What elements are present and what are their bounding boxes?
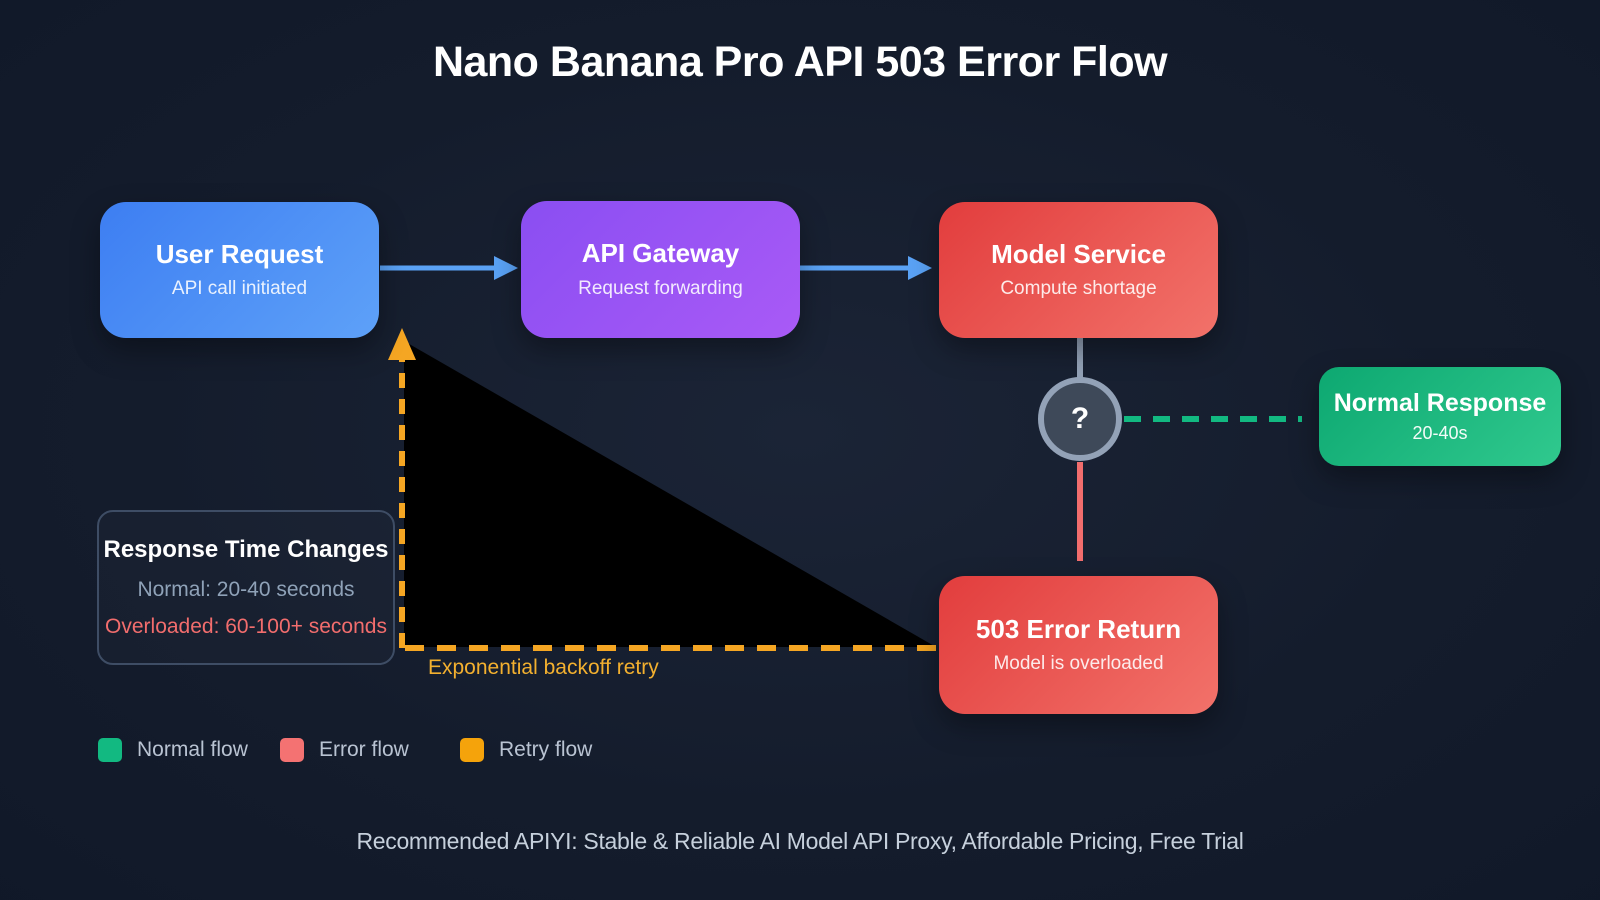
decision-question-mark: ? [1070, 402, 1090, 435]
node-api-gateway-subtitle: Request forwarding [578, 277, 743, 299]
footer-recommendation: Recommended APIYI: Stable & Reliable AI … [356, 828, 1244, 854]
legend-swatch-retry-flow [460, 738, 484, 762]
node-user-request: User Request API call initiated [100, 202, 379, 338]
arrow-user-to-gateway-head [494, 256, 518, 280]
legend-label-normal-flow: Normal flow [137, 738, 248, 761]
legend: Normal flow Error flow Retry flow [0, 738, 1600, 764]
node-api-gateway-title: API Gateway [581, 238, 740, 269]
node-user-request-title: User Request [155, 238, 324, 269]
node-503-error-title: 503 Error Return [975, 613, 1182, 644]
node-model-service-title: Model Service [991, 238, 1166, 269]
node-503-error-subtitle: Model is overloaded [993, 653, 1164, 675]
retry-arrow-head [388, 328, 416, 360]
arrow-gateway-to-model-head [908, 256, 932, 280]
retry-flow-annotation: Exponential backoff retry [428, 656, 659, 679]
decision-node: ? [1038, 377, 1122, 461]
legend-item-retry-flow: Retry flow [460, 738, 592, 762]
response-time-normal-line: Normal: 20-40 seconds [137, 577, 355, 601]
legend-item-error-flow: Error flow [280, 738, 409, 762]
black-triangle-artifact [404, 341, 936, 647]
legend-item-normal-flow: Normal flow [98, 738, 248, 762]
node-model-service-subtitle: Compute shortage [1000, 278, 1157, 300]
node-api-gateway: API Gateway Request forwarding [521, 201, 800, 338]
legend-label-error-flow: Error flow [319, 738, 409, 761]
node-normal-response-subtitle: 20-40s [1412, 422, 1468, 443]
node-user-request-subtitle: API call initiated [171, 278, 308, 300]
legend-swatch-error-flow [280, 738, 304, 762]
node-503-error-return: 503 Error Return Model is overloaded [939, 576, 1218, 714]
node-normal-response: Normal Response 20-40s [1319, 367, 1561, 466]
node-normal-response-title: Normal Response [1333, 389, 1547, 418]
response-time-panel: Response Time Changes Normal: 20-40 seco… [97, 510, 395, 665]
legend-label-retry-flow: Retry flow [499, 738, 593, 761]
response-time-overloaded-line: Overloaded: 60-100+ seconds [105, 615, 387, 639]
response-time-panel-title: Response Time Changes [103, 535, 389, 563]
legend-swatch-normal-flow [98, 738, 122, 762]
page-title: Nano Banana Pro API 503 Error Flow [432, 38, 1168, 86]
node-model-service: Model Service Compute shortage [939, 202, 1218, 338]
